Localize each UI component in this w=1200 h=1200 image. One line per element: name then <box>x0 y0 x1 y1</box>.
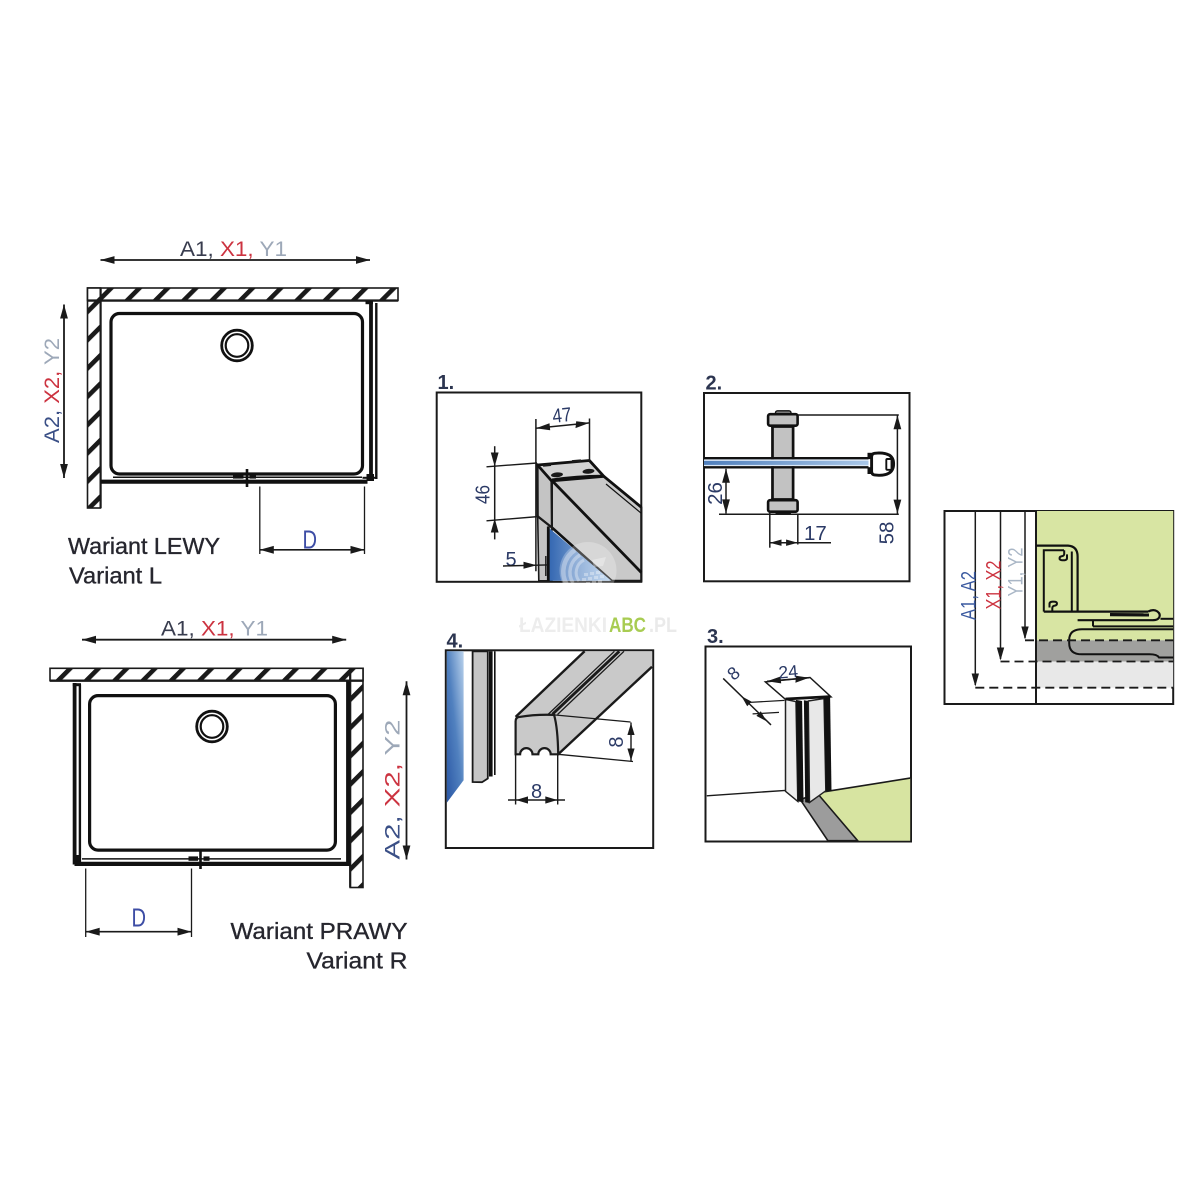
svg-text:Y1, Y2: Y1, Y2 <box>1005 548 1028 597</box>
svg-text:Wariant PRAWY: Wariant PRAWY <box>231 918 408 944</box>
svg-text:5: 5 <box>506 549 517 571</box>
svg-text:A2, X2, Y2: A2, X2, Y2 <box>382 720 405 860</box>
svg-text:Variant L: Variant L <box>69 563 162 589</box>
svg-text:A1, X1, Y1: A1, X1, Y1 <box>161 617 268 640</box>
svg-text:4.: 4. <box>447 631 464 653</box>
svg-text:.PL: .PL <box>649 614 677 637</box>
svg-text:X1, X2: X1, X2 <box>983 561 1006 610</box>
svg-text:ŁAZIENKI: ŁAZIENKI <box>519 614 607 637</box>
svg-text:46: 46 <box>473 485 495 504</box>
svg-text:D: D <box>132 903 147 933</box>
svg-text:D: D <box>303 525 318 555</box>
svg-text:47: 47 <box>551 404 572 428</box>
svg-text:2.: 2. <box>706 373 723 395</box>
svg-text:ABC: ABC <box>609 614 646 637</box>
svg-text:3.: 3. <box>707 626 724 648</box>
svg-text:A1, A2: A1, A2 <box>958 571 981 620</box>
svg-text:58: 58 <box>876 522 899 545</box>
svg-text:Variant R: Variant R <box>307 948 408 974</box>
svg-text:17: 17 <box>804 522 827 545</box>
svg-text:24: 24 <box>778 661 799 683</box>
svg-text:1.: 1. <box>438 372 455 394</box>
svg-text:A1, X1, Y1: A1, X1, Y1 <box>180 238 287 261</box>
svg-text:Wariant LEWY: Wariant LEWY <box>68 533 220 559</box>
svg-text:8: 8 <box>531 781 542 803</box>
svg-text:8: 8 <box>606 736 628 747</box>
svg-text:A2, X2, Y2: A2, X2, Y2 <box>41 338 64 443</box>
svg-text:26: 26 <box>704 482 727 505</box>
